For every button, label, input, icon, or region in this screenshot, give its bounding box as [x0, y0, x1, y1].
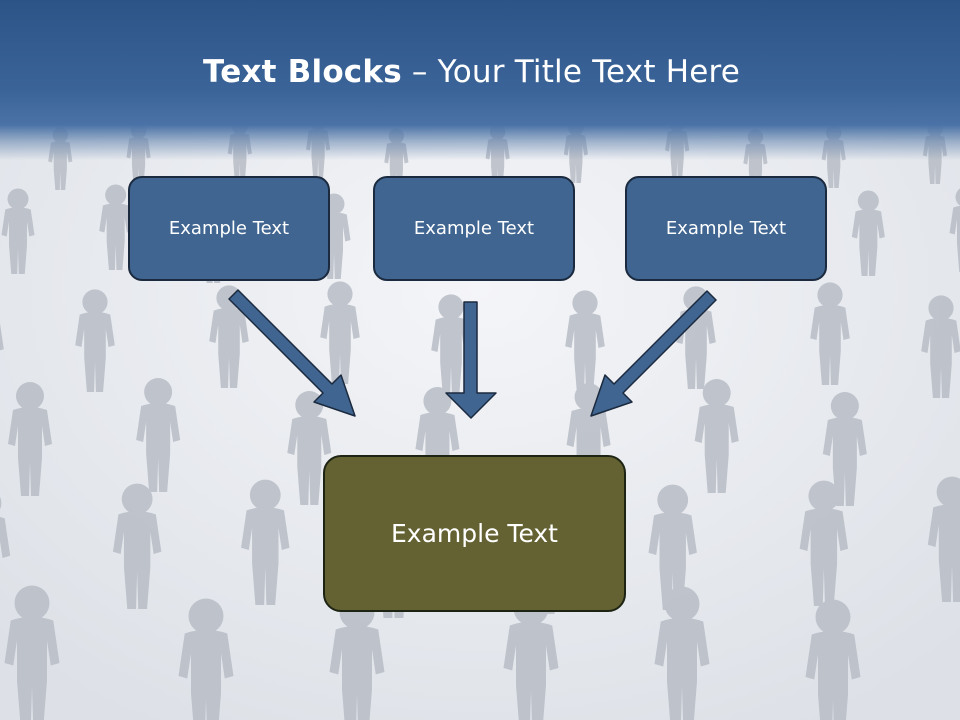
title-bar: [0, 0, 960, 160]
slide-title: Text Blocks – Your Title Text Here: [203, 54, 740, 90]
text-block-3[interactable]: Example Text: [625, 176, 827, 281]
title-dash: –: [401, 54, 438, 90]
title-rest-text: Your Title Text Here: [437, 54, 741, 90]
center-text-block[interactable]: Example Text: [323, 455, 626, 612]
center-text-block-label: Example Text: [391, 519, 558, 548]
text-block-1-label: Example Text: [168, 218, 290, 239]
text-block-1[interactable]: Example Text: [128, 176, 330, 281]
text-block-3-label: Example Text: [665, 218, 787, 239]
text-block-2[interactable]: Example Text: [373, 176, 575, 281]
title-bold-text: Text Blocks: [203, 54, 402, 90]
text-block-2-label: Example Text: [413, 218, 535, 239]
